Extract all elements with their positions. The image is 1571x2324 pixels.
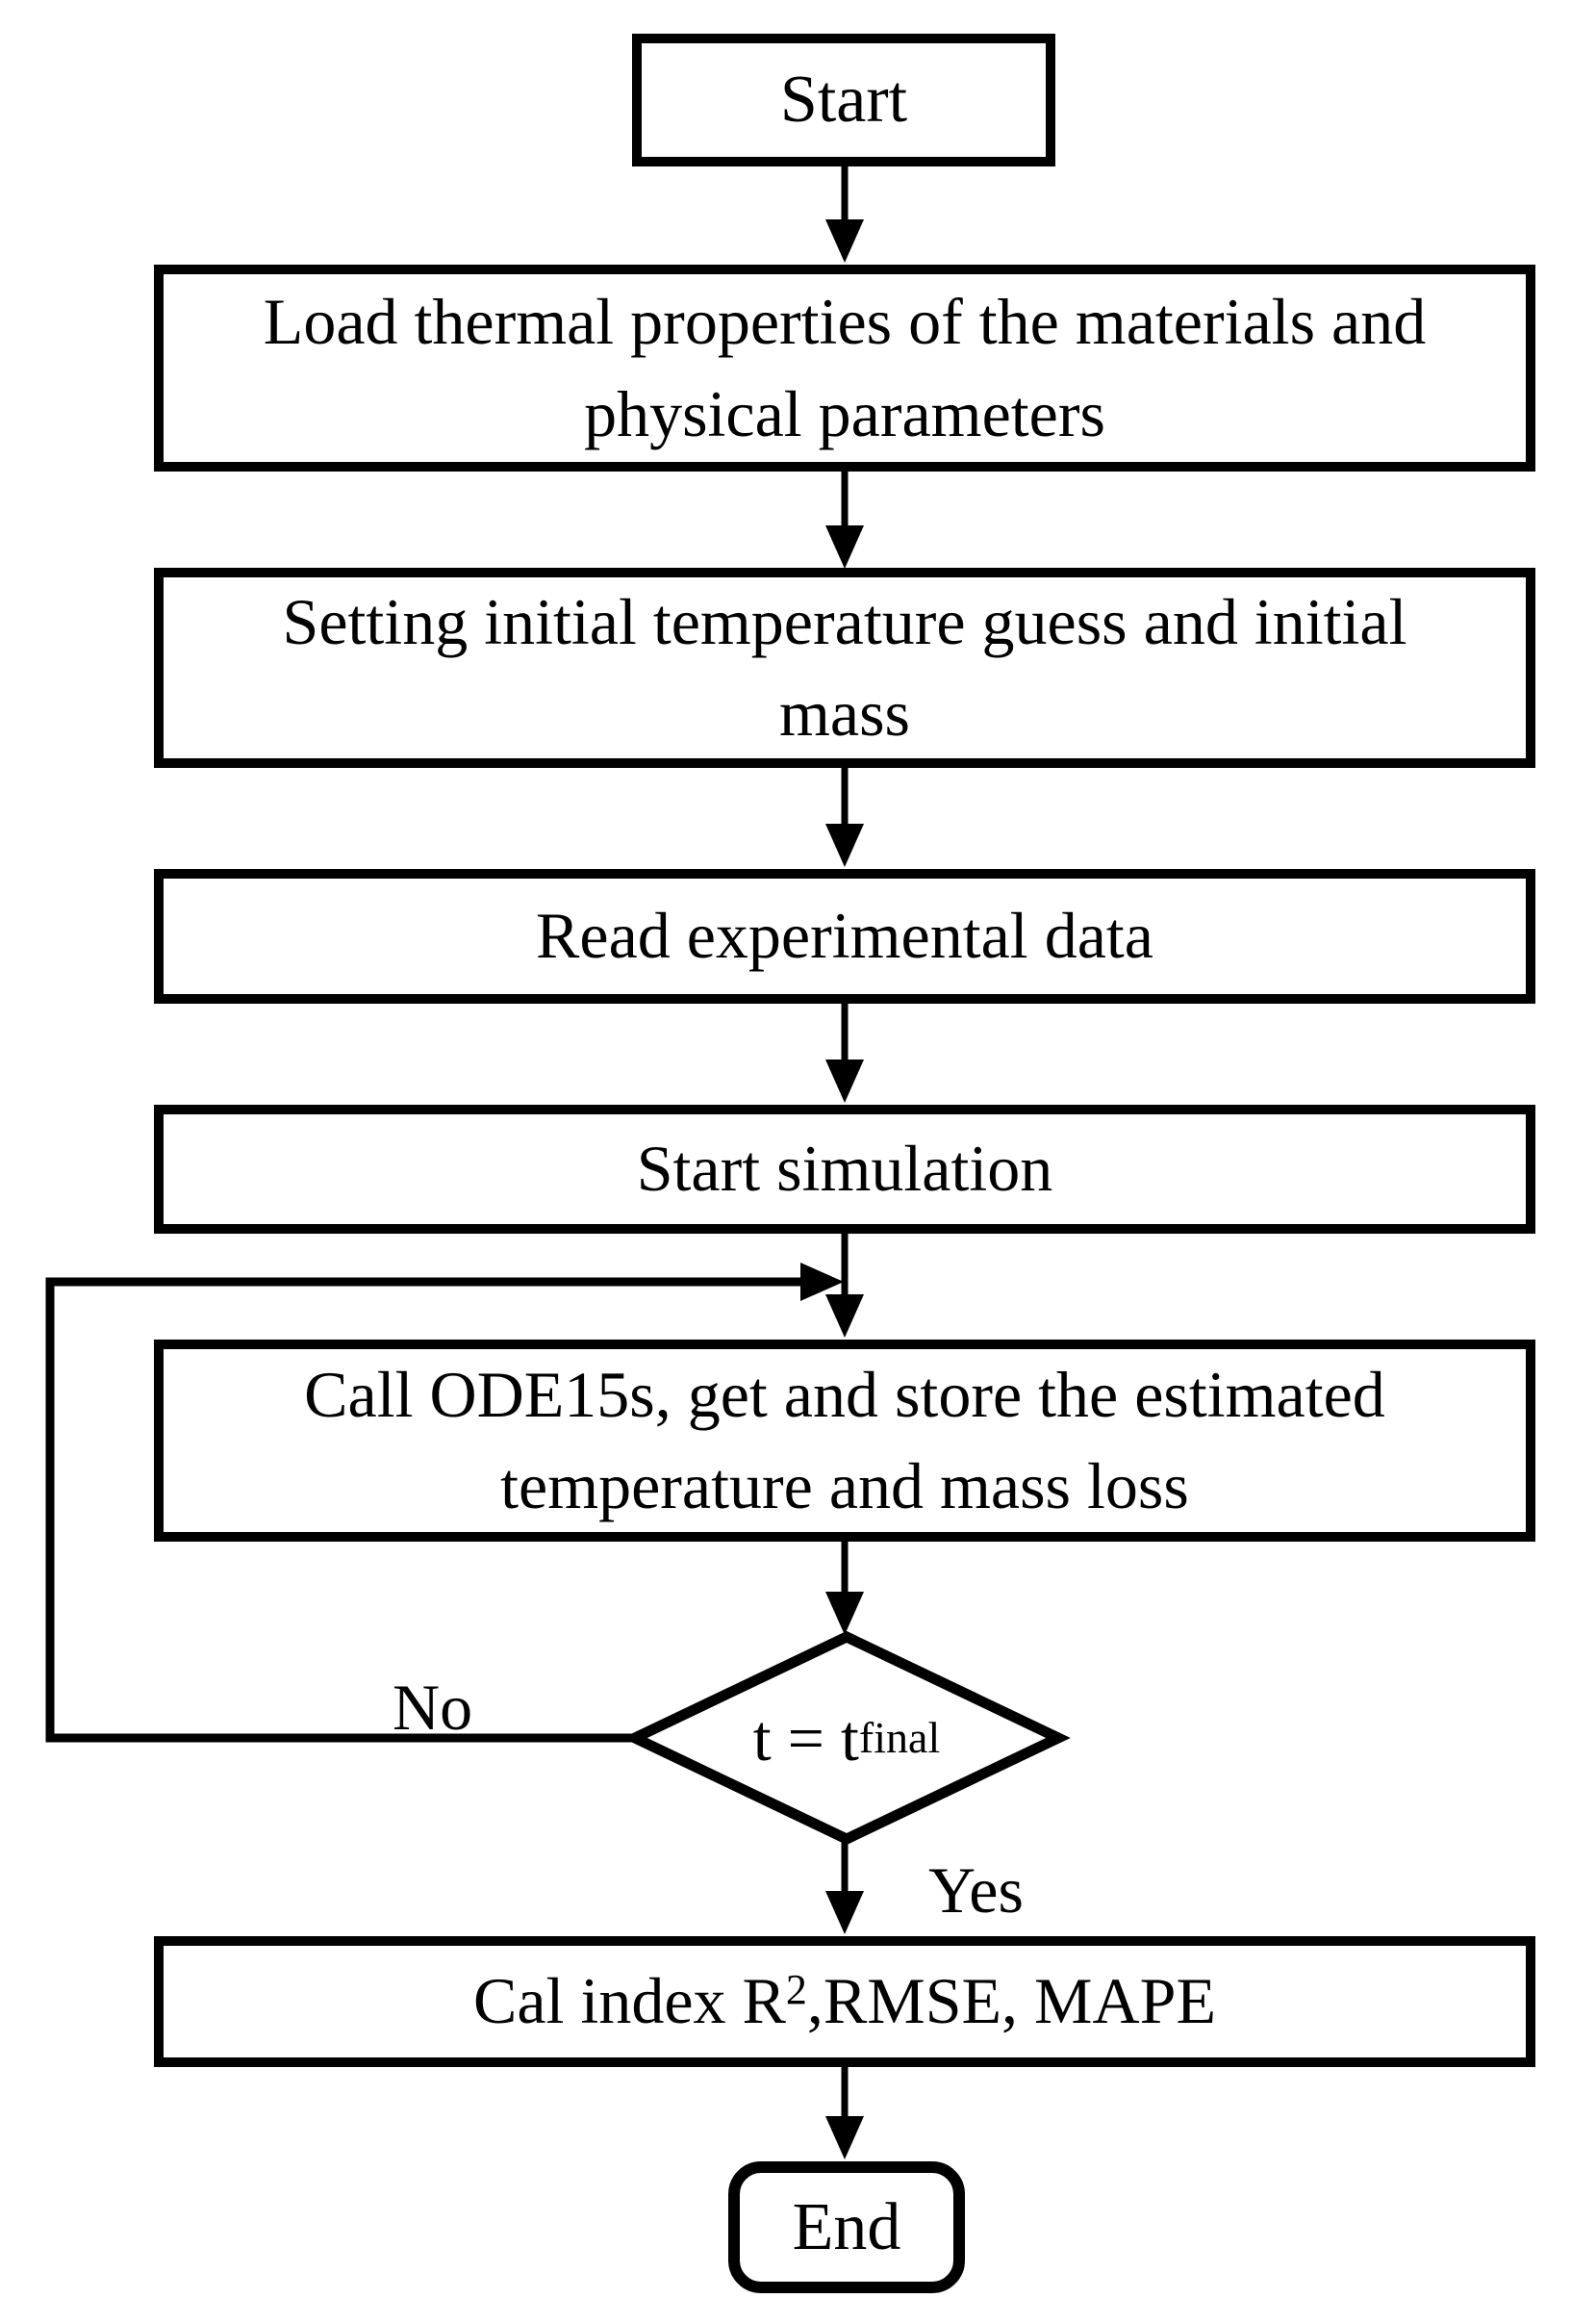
cal-index-base-text: Cal index R: [473, 1964, 786, 2038]
arrow-start-to-load: [825, 166, 864, 263]
node-call-ode15s-line1: Call ODE15s, get and store the estimated: [304, 1357, 1385, 1431]
node-initial-guess: Setting initial temperature guess and in…: [154, 568, 1535, 768]
loop-no-connector: [45, 1263, 844, 1743]
arrowhead-down-icon: [825, 1294, 864, 1338]
decision-diamond-shape: [622, 1630, 1071, 1846]
arrow-simulation-to-ode: [825, 1234, 864, 1338]
node-load-properties: Load thermal properties of the materials…: [154, 265, 1535, 472]
node-start-label: Start: [779, 63, 908, 137]
edge-label-yes: Yes: [928, 1853, 1024, 1927]
arrow-setting-to-read: [825, 768, 864, 867]
node-read-data-line1: Read experimental data: [536, 899, 1153, 973]
arrowhead-down-icon: [825, 1592, 864, 1635]
arrowhead-right-icon: [800, 1263, 844, 1301]
node-cal-index: Cal index R2,RMSE, MAPE: [154, 1936, 1535, 2067]
arrow-read-to-simulation: [825, 1004, 864, 1103]
arrowhead-down-icon: [825, 824, 864, 867]
edge-label-no: No: [393, 1671, 473, 1744]
decision-subscript-text: final: [858, 1713, 941, 1762]
cal-index-superscript-text: 2: [785, 1966, 807, 2014]
node-load-properties-line1: Load thermal properties of the materials…: [263, 285, 1427, 359]
arrow-decision-to-cal: [825, 1839, 864, 1934]
node-load-properties-line2: physical parameters: [584, 376, 1105, 450]
node-initial-guess-line1: Setting initial temperature guess and in…: [282, 584, 1407, 658]
node-start-simulation: Start simulation: [154, 1105, 1535, 1234]
node-end-label: End: [792, 2189, 901, 2264]
node-start-simulation-line1: Start simulation: [636, 1132, 1053, 1206]
cal-index-rest-text: ,RMSE, MAPE: [806, 1964, 1216, 2038]
arrowhead-down-icon: [825, 1891, 864, 1934]
arrow-cal-to-end: [825, 2067, 864, 2159]
node-initial-guess-line2: mass: [779, 677, 910, 750]
arrowhead-down-icon: [825, 219, 864, 263]
node-read-data: Read experimental data: [154, 869, 1535, 1004]
arrowhead-down-icon: [825, 525, 864, 569]
arrow-ode-to-decision: [825, 1542, 864, 1635]
node-start: Start: [632, 34, 1055, 166]
arrow-load-to-setting: [825, 472, 864, 569]
node-cal-index-line1: Cal index R2,RMSE, MAPE: [473, 1955, 1216, 2047]
decision-base-text: t = t: [752, 1701, 859, 1775]
node-call-ode15s-line2: temperature and mass loss: [500, 1449, 1189, 1522]
arrowhead-down-icon: [825, 2116, 864, 2159]
node-end: End: [728, 2161, 965, 2293]
arrowhead-down-icon: [825, 1060, 864, 1103]
node-call-ode15s: Call ODE15s, get and store the estimated…: [154, 1340, 1535, 1542]
